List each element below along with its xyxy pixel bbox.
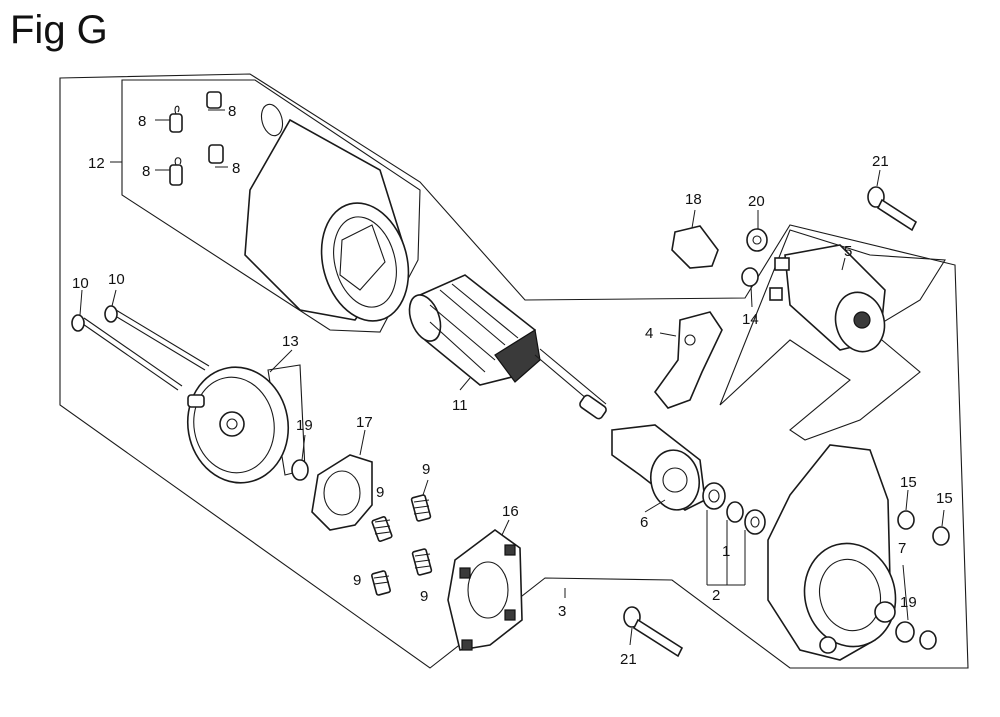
rear-end-cover — [186, 366, 290, 484]
callout-12: 12 — [88, 155, 105, 172]
callout-9c: 9 — [353, 572, 361, 589]
spring-c — [411, 548, 433, 576]
callout-9b: 9 — [376, 484, 384, 501]
spring-a — [371, 516, 393, 542]
callout-10a: 10 — [72, 275, 89, 292]
callout-14: 14 — [742, 311, 759, 328]
callout-8a: 8 — [138, 113, 146, 130]
brush-upper-right — [206, 91, 222, 109]
callout-labels: 8 8 8 8 12 10 10 13 19 17 9 9 9 9 11 16 … — [72, 103, 953, 668]
front-housing — [767, 444, 897, 661]
callout-18: 18 — [685, 191, 702, 208]
bushing-front — [895, 621, 915, 643]
brush-lower-right — [208, 144, 224, 164]
callout-8c: 8 — [142, 163, 150, 180]
outer-assembly-frame — [59, 73, 969, 669]
callout-5: 5 — [844, 243, 852, 260]
mounting-bolt-lower — [623, 606, 684, 658]
leader-lines — [79, 109, 945, 646]
brush-upper-left — [169, 105, 183, 133]
brush-holder-plate — [311, 454, 373, 531]
callout-21a: 21 — [872, 153, 889, 170]
flange-nut-b — [932, 526, 950, 546]
callout-1: 1 — [722, 543, 730, 560]
brush-holder — [447, 529, 523, 651]
callout-8b: 8 — [228, 103, 236, 120]
washer-1 — [702, 482, 726, 510]
callout-2: 2 — [712, 587, 720, 604]
callout-21b: 21 — [620, 651, 637, 668]
callout-20: 20 — [748, 193, 765, 210]
callout-8d: 8 — [232, 160, 240, 177]
brush-lower-left — [169, 157, 183, 186]
callout-3: 3 — [558, 603, 566, 620]
spring-d — [371, 570, 391, 596]
flange-nut-a — [897, 510, 915, 530]
snap-ring — [726, 501, 744, 523]
solenoid-subassembly-frame — [719, 229, 946, 441]
seal-cap — [919, 630, 937, 650]
bushing-rear — [291, 459, 309, 481]
pinion-clutch — [611, 424, 706, 511]
solenoid-switch — [769, 244, 886, 353]
spring-b — [410, 494, 432, 522]
callout-19b: 19 — [900, 594, 917, 611]
callout-9a: 9 — [422, 461, 430, 478]
callout-7: 7 — [898, 540, 906, 557]
lever-holder — [671, 225, 719, 269]
washer-2 — [744, 509, 766, 535]
shift-lever — [653, 311, 723, 409]
yoke-housing — [244, 103, 410, 322]
solenoid-nut — [741, 267, 759, 287]
callout-15b: 15 — [936, 490, 953, 507]
mounting-bolt-upper — [867, 186, 918, 232]
callout-16: 16 — [502, 503, 519, 520]
callout-4: 4 — [645, 325, 653, 342]
terminal-nut — [746, 228, 768, 252]
armature — [408, 274, 607, 420]
callout-13: 13 — [282, 333, 299, 350]
callout-6: 6 — [640, 514, 648, 531]
figure-title: Fig G — [10, 8, 108, 52]
callout-15a: 15 — [900, 474, 917, 491]
callout-17: 17 — [356, 414, 373, 431]
callout-19a: 19 — [296, 417, 313, 434]
through-bolt-short — [104, 305, 210, 371]
callout-9d: 9 — [420, 588, 428, 605]
callout-11: 11 — [452, 397, 468, 414]
callout-10b: 10 — [108, 271, 125, 288]
through-bolt-long — [71, 314, 183, 391]
